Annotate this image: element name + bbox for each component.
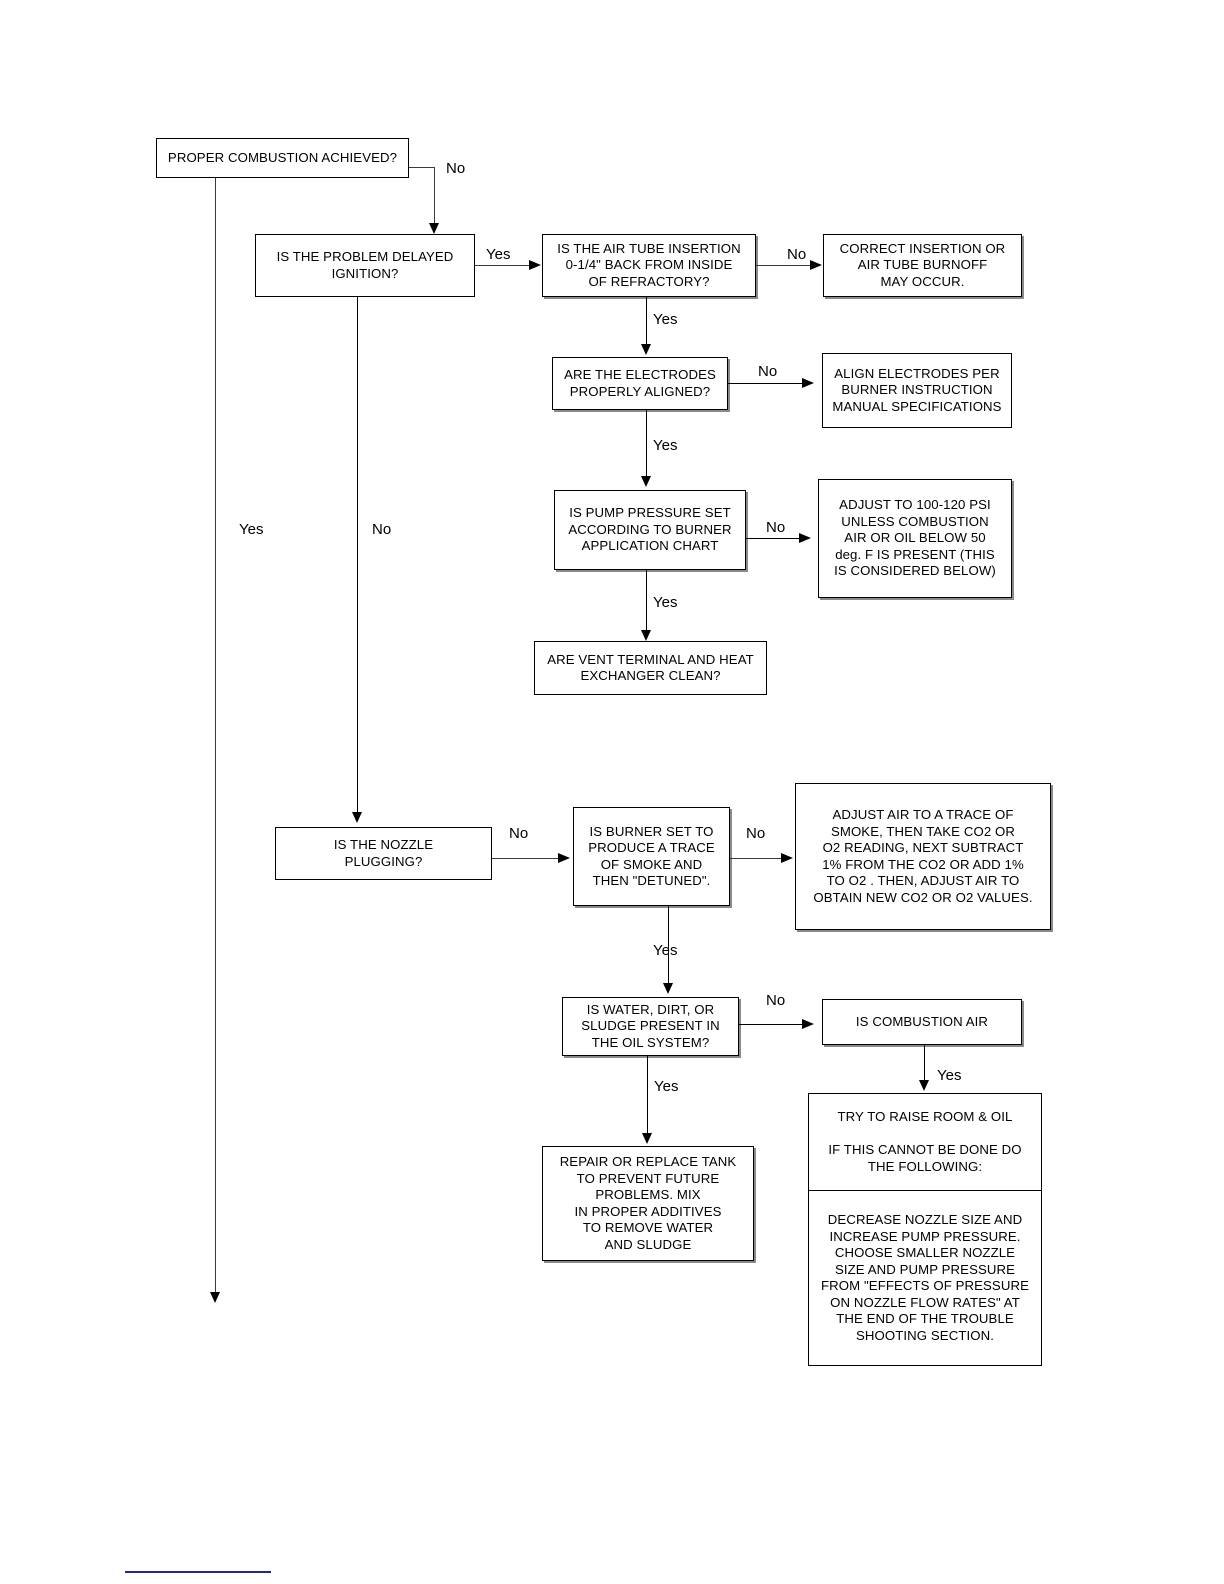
edge-ignition-no-arrow	[352, 812, 362, 823]
node-raise-room-oil-top: TRY TO RAISE ROOM & OIL IF THIS CANNOT B…	[809, 1094, 1041, 1191]
edge-label-pump-yes: Yes	[653, 594, 678, 611]
node-vent-terminal[interactable]: ARE VENT TERMINAL AND HEAT EXCHANGER CLE…	[534, 641, 767, 695]
node-combustion-air-label: IS COMBUSTION AIR	[855, 1013, 989, 1029]
node-raise-room-oil-line1: TRY TO RAISE ROOM & OIL	[837, 1108, 1013, 1124]
node-adjust-pressure-label: ADJUST TO 100-120 PSI UNLESS COMBUSTION …	[834, 497, 996, 579]
edge-ignition-yes-horizontal	[475, 265, 530, 266]
edge-combustion-air-yes-vertical	[924, 1045, 925, 1083]
node-water-dirt-sludge[interactable]: IS WATER, DIRT, OR SLUDGE PRESENT IN THE…	[562, 997, 739, 1056]
node-align-electrodes-label: ALIGN ELECTRODES PER BURNER INSTRUCTION …	[832, 365, 1002, 414]
node-pump-pressure[interactable]: IS PUMP PRESSURE SET ACCORDING TO BURNER…	[554, 490, 746, 570]
node-raise-room-oil-line2: IF THIS CANNOT BE DONE DO THE FOLLOWING:	[828, 1142, 1022, 1174]
edge-label-nozzle-no: No	[509, 825, 529, 842]
node-vent-terminal-label: ARE VENT TERMINAL AND HEAT EXCHANGER CLE…	[547, 651, 754, 684]
edge-pump-no-horizontal	[746, 538, 801, 539]
node-adjust-pressure[interactable]: ADJUST TO 100-120 PSI UNLESS COMBUSTION …	[818, 479, 1012, 598]
node-decrease-nozzle: DECREASE NOZZLE SIZE AND INCREASE PUMP P…	[809, 1191, 1041, 1365]
edge-label-ignition-yes: Yes	[486, 246, 511, 263]
node-raise-room-oil[interactable]: TRY TO RAISE ROOM & OIL IF THIS CANNOT B…	[808, 1093, 1042, 1366]
edge-airtube-no-horizontal	[756, 265, 813, 266]
node-repair-tank-label: REPAIR OR REPLACE TANK TO PREVENT FUTURE…	[559, 1154, 737, 1252]
edge-label-electrodes-yes: Yes	[653, 437, 678, 454]
footer-divider	[125, 1571, 271, 1573]
edge-burner-no-arrow	[781, 853, 793, 863]
edge-electrodes-no-arrow	[802, 378, 814, 388]
node-proper-combustion[interactable]: PROPER COMBUSTION ACHIEVED?	[156, 138, 409, 178]
edge-burner-no-horizontal	[730, 858, 783, 859]
node-correct-insertion-label: CORRECT INSERTION OR AIR TUBE BURNOFF MA…	[839, 240, 1006, 289]
edge-burner-yes-vertical	[668, 906, 669, 984]
node-electrodes-aligned[interactable]: ARE THE ELECTRODES PROPERLY ALIGNED?	[552, 357, 728, 410]
node-delayed-ignition-label: IS THE PROBLEM DELAYED IGNITION?	[276, 249, 454, 281]
edge-airtube-yes-arrow	[641, 344, 651, 355]
node-electrodes-aligned-label: ARE THE ELECTRODES PROPERLY ALIGNED?	[564, 367, 716, 399]
node-delayed-ignition[interactable]: IS THE PROBLEM DELAYED IGNITION?	[255, 234, 475, 297]
edge-label-combustion-no: No	[446, 160, 466, 177]
edge-electrodes-yes-vertical	[646, 410, 647, 478]
edge-combustion-no-arrow	[429, 223, 439, 234]
edge-label-pump-no: No	[766, 519, 786, 536]
edge-combustion-air-yes-arrow	[919, 1080, 929, 1091]
node-pump-pressure-label: IS PUMP PRESSURE SET ACCORDING TO BURNER…	[568, 505, 732, 554]
edge-label-combustion-yes: Yes	[239, 521, 264, 538]
node-decrease-nozzle-label: DECREASE NOZZLE SIZE AND INCREASE PUMP P…	[821, 1212, 1029, 1343]
node-water-dirt-sludge-label: IS WATER, DIRT, OR SLUDGE PRESENT IN THE…	[581, 1001, 720, 1050]
node-nozzle-plugging[interactable]: IS THE NOZZLE PLUGGING?	[275, 827, 492, 880]
edge-burner-yes-arrow	[663, 983, 673, 994]
node-adjust-air-label: ADJUST AIR TO A TRACE OF SMOKE, THEN TAK…	[813, 807, 1033, 905]
node-align-electrodes[interactable]: ALIGN ELECTRODES PER BURNER INSTRUCTION …	[822, 353, 1012, 428]
node-correct-insertion[interactable]: CORRECT INSERTION OR AIR TUBE BURNOFF MA…	[823, 234, 1022, 297]
edge-pump-yes-vertical	[646, 570, 647, 632]
edge-sludge-no-horizontal	[739, 1024, 804, 1025]
edge-sludge-no-arrow	[802, 1019, 814, 1029]
edge-electrodes-no-horizontal	[728, 383, 805, 384]
edge-combustion-yes-vertical	[215, 178, 216, 1295]
edge-electrodes-yes-arrow	[641, 476, 651, 487]
edge-label-burner-no: No	[746, 825, 766, 842]
edge-combustion-no-horizontal	[409, 167, 435, 168]
edge-nozzle-no-arrow	[558, 853, 570, 863]
node-nozzle-plugging-label: IS THE NOZZLE PLUGGING?	[333, 837, 434, 869]
edge-sludge-yes-vertical	[647, 1056, 648, 1135]
edge-label-airtube-no: No	[787, 246, 807, 263]
edge-combustion-yes-arrow	[210, 1292, 220, 1303]
node-adjust-air[interactable]: ADJUST AIR TO A TRACE OF SMOKE, THEN TAK…	[795, 783, 1051, 930]
node-burner-detuned[interactable]: IS BURNER SET TO PRODUCE A TRACE OF SMOK…	[573, 807, 730, 906]
edge-ignition-no-vertical	[357, 297, 358, 815]
edge-label-sludge-no: No	[766, 992, 786, 1009]
edge-label-ignition-no: No	[372, 521, 392, 538]
edge-label-electrodes-no: No	[758, 363, 778, 380]
edge-nozzle-no-horizontal	[492, 858, 560, 859]
edge-label-airtube-yes: Yes	[653, 311, 678, 328]
node-combustion-air[interactable]: IS COMBUSTION AIR	[822, 999, 1022, 1045]
edge-sludge-yes-arrow	[642, 1133, 652, 1144]
edge-pump-no-arrow	[799, 533, 811, 543]
edge-airtube-no-arrow	[810, 260, 822, 270]
edge-combustion-no-vertical	[434, 167, 435, 225]
node-proper-combustion-label: PROPER COMBUSTION ACHIEVED?	[167, 149, 398, 165]
node-air-tube-insertion[interactable]: IS THE AIR TUBE INSERTION 0-1/4" BACK FR…	[542, 234, 756, 297]
edge-airtube-yes-vertical	[646, 297, 647, 347]
edge-label-combustion-air-yes: Yes	[937, 1067, 962, 1084]
node-air-tube-insertion-label: IS THE AIR TUBE INSERTION 0-1/4" BACK FR…	[557, 240, 741, 289]
edge-pump-yes-arrow	[641, 630, 651, 641]
node-repair-tank[interactable]: REPAIR OR REPLACE TANK TO PREVENT FUTURE…	[542, 1146, 754, 1261]
edge-ignition-yes-arrow	[529, 260, 541, 270]
edge-label-sludge-yes: Yes	[654, 1078, 679, 1095]
edge-label-burner-yes: Yes	[653, 942, 678, 959]
node-burner-detuned-label: IS BURNER SET TO PRODUCE A TRACE OF SMOK…	[588, 823, 715, 889]
